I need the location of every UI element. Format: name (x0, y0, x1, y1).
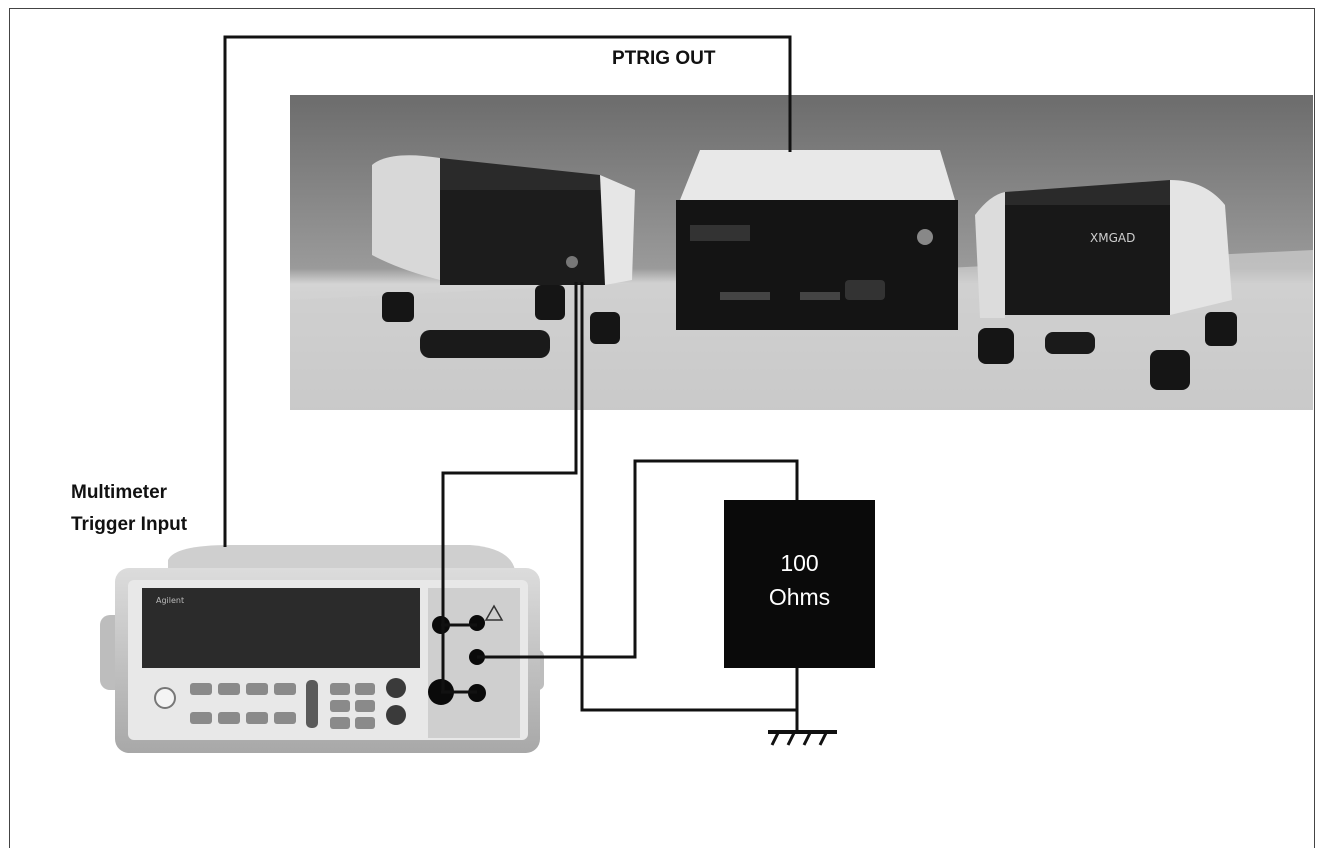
instrument-photo: XMGAD (290, 95, 1313, 410)
resistor-unit: Ohms (724, 581, 875, 613)
multimeter-label: Multimeter (71, 482, 167, 504)
terminal-sense-hi (469, 615, 485, 631)
center-controller-unit (676, 150, 958, 330)
ptrig-out-label: PTRIG OUT (612, 48, 715, 70)
multimeter-brand: Agilent (156, 596, 184, 605)
resistor-value: 100 (724, 547, 875, 579)
right-unit-brand: XMGAD (1090, 231, 1135, 245)
trigger-input-label: Trigger Input (71, 514, 187, 536)
multimeter-device: Agilent (100, 545, 544, 753)
resistor-block: 100 Ohms (724, 500, 875, 668)
